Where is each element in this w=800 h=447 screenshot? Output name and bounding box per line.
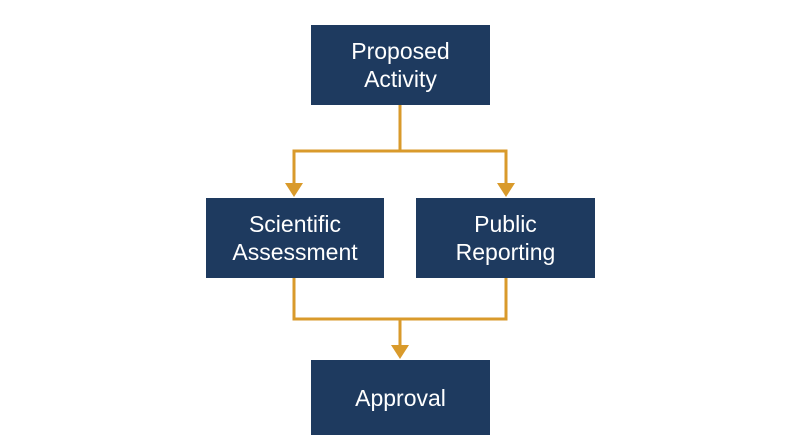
node-scientific-assessment: Scientific Assessment (206, 198, 384, 278)
node-approval: Approval (311, 360, 490, 435)
node-public-reporting: Public Reporting (416, 198, 595, 278)
node-scientific-line2: Assessment (232, 239, 358, 265)
node-public-line1: Public (474, 211, 537, 237)
arrowhead-public (497, 183, 515, 197)
arrowhead-scientific (285, 183, 303, 197)
node-proposed-line2: Activity (364, 66, 437, 92)
connector-proposed-to-scientific (292, 105, 402, 185)
node-proposed-activity: Proposed Activity (311, 25, 490, 105)
node-public-line2: Reporting (455, 239, 556, 265)
node-scientific-line1: Scientific (248, 211, 342, 237)
connector-proposed-to-public (400, 149, 508, 185)
arrowhead-approval (391, 345, 409, 359)
node-proposed-line1: Proposed (351, 38, 450, 64)
connector-public-to-approval (400, 278, 508, 321)
node-approval-line1: Approval (355, 384, 446, 411)
connector-scientific-to-approval (292, 278, 402, 347)
